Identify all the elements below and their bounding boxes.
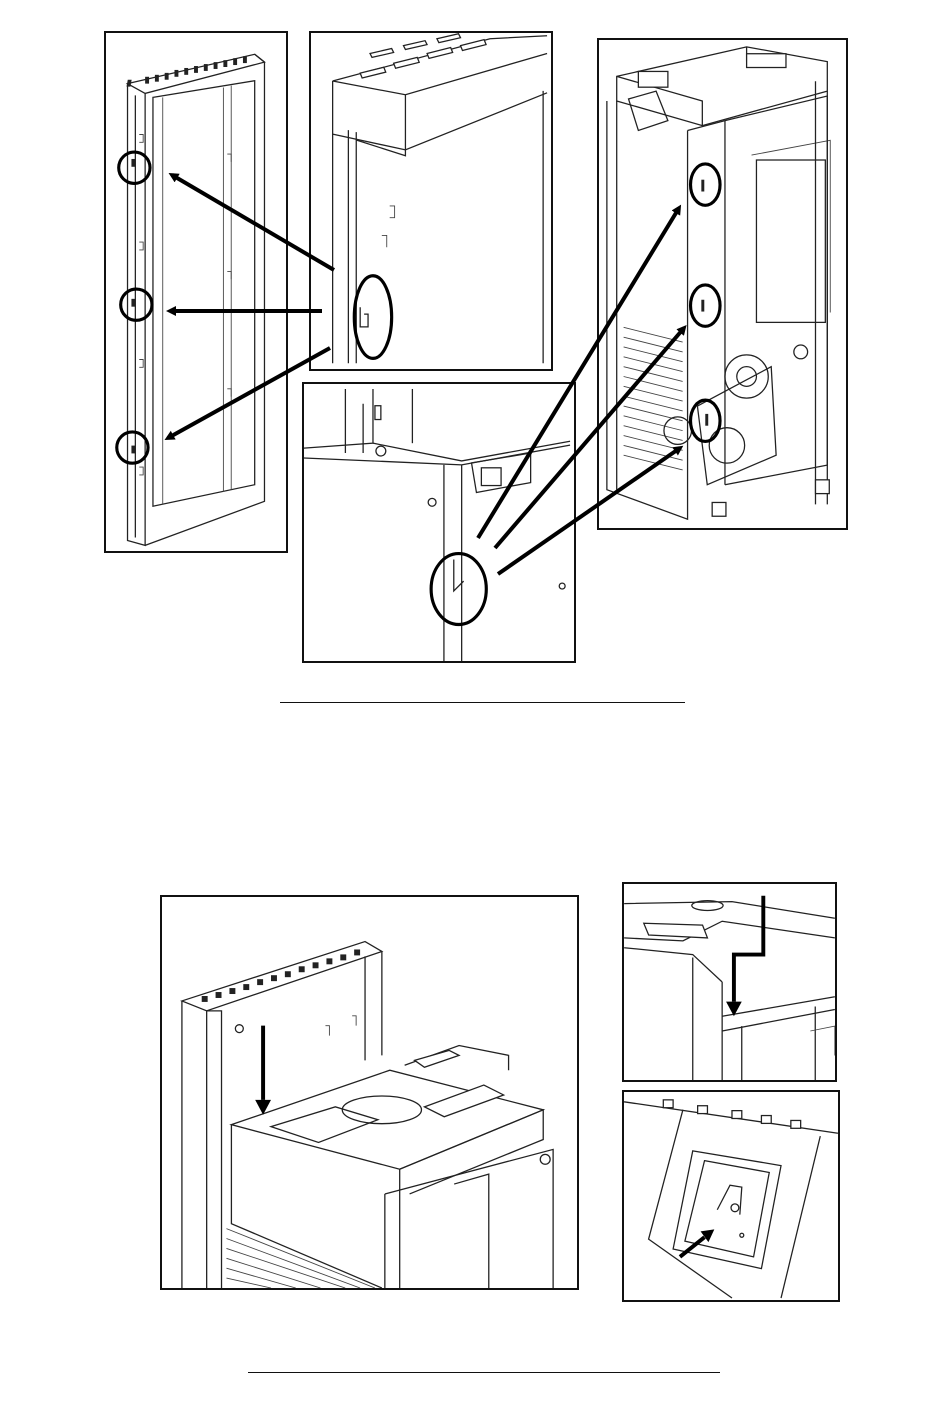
stove-rear-drawing	[599, 40, 846, 528]
figure-frame-slot	[302, 382, 576, 663]
frame-slot-drawing	[304, 384, 574, 661]
cover-screw-drawing	[624, 1092, 838, 1300]
hook-detail-drawing	[311, 33, 551, 369]
figure-cover-edge	[622, 882, 837, 1082]
cover-edge-drawing	[624, 884, 835, 1080]
figure-cover-screw	[622, 1090, 840, 1302]
top-cover-drawing	[162, 897, 577, 1288]
figure-top-cover	[160, 895, 579, 1290]
side-panel-drawing	[106, 33, 286, 551]
figure-side-panel	[104, 31, 288, 553]
figure-stove-rear	[597, 38, 848, 530]
divider-1	[280, 702, 685, 703]
figure-hook-detail	[309, 31, 553, 371]
divider-2	[248, 1372, 720, 1373]
